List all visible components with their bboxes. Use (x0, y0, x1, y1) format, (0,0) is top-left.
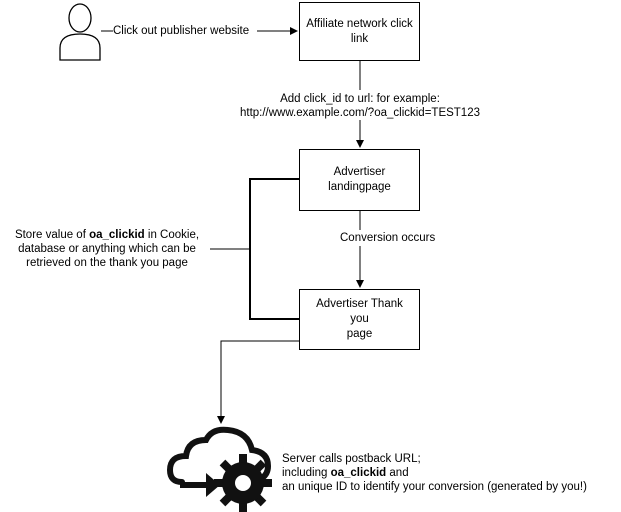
server-note: Server calls postback URL; including oa_… (282, 452, 587, 494)
landing-box-line1: Advertiser (333, 166, 386, 178)
network-box-label: Affiliate network click link (306, 17, 413, 45)
cloud-gear-icon (166, 426, 272, 512)
server-note-line2-bold: oa_clickid (330, 467, 387, 479)
store-note-line3: retrieved on the thank you page (26, 257, 188, 269)
thankyou-box: Advertiser Thank you page (299, 289, 420, 350)
store-bracket (249, 178, 299, 320)
landing-box: Advertiser landingpage (299, 149, 420, 211)
user-to-network-label: Click out publisher website (113, 24, 250, 38)
store-note-line2: database or anything which can be (18, 243, 196, 255)
arrow-thankyou-to-server (217, 340, 299, 424)
add-click-id-note: Add click_id to url: for example: http:/… (222, 92, 498, 120)
server-note-line3: an unique ID to identify your conversion… (282, 481, 587, 493)
server-note-line1: Server calls postback URL; (282, 453, 421, 465)
server-note-line2-pre: including (282, 467, 331, 479)
thankyou-box-line2: page (346, 328, 373, 340)
store-note-line1-post: in Cookie, (144, 229, 200, 241)
add-click-id-line2: http://www.example.com/?oa_clickid=TEST1… (239, 107, 480, 119)
store-note-line1-bold: oa_clickid (89, 229, 145, 241)
user-icon (59, 3, 101, 61)
server-note-line2: including oa_clickid and (282, 466, 587, 480)
store-note-line1: Store value of oa_clickid in Cookie, (0, 228, 214, 242)
store-note: Store value of oa_clickid in Cookie, dat… (0, 228, 214, 270)
store-note-line1-pre: Store value of (14, 229, 90, 241)
network-box: Affiliate network click link (299, 2, 420, 61)
conversion-label: Conversion occurs (340, 231, 436, 245)
server-note-line2-post: and (386, 467, 409, 479)
thankyou-box-line1: Advertiser Thank you (316, 298, 403, 325)
add-click-id-line1: Add click_id to url: for example: (280, 93, 440, 105)
landing-box-line2: landingpage (328, 181, 391, 193)
